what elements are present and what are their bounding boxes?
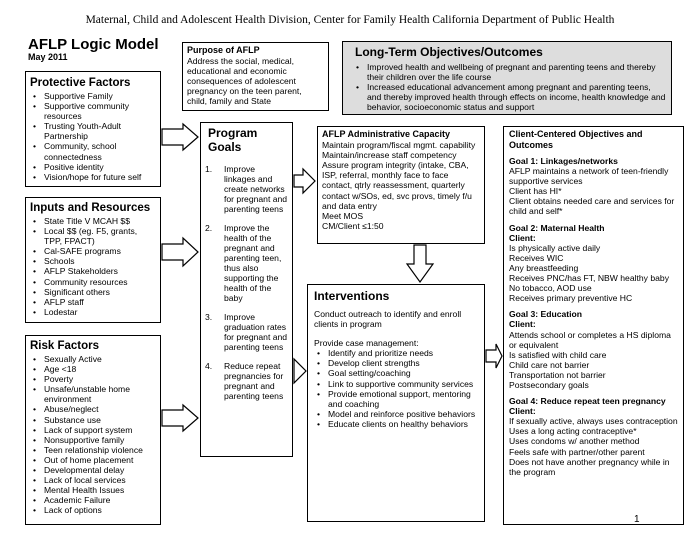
input-resource-item: Significant others xyxy=(30,287,156,297)
input-resource-item: Lodestar xyxy=(30,307,156,317)
long-term-item: Increased educational advancement among … xyxy=(353,82,667,112)
page-date: May 2011 xyxy=(28,52,68,62)
capacity-title: AFLP Administrative Capacity xyxy=(322,129,451,139)
case-management-heading: Provide case management: xyxy=(314,338,419,349)
risk-factor-item: Poverty xyxy=(30,374,156,384)
program-goal-item: 4. Reduce repeat pregnancies for pregnant… xyxy=(205,361,288,401)
admin-capacity-box: AFLP Administrative Capacity Maintain pr… xyxy=(317,126,485,244)
input-resource-item: State Title V MCAH $$ xyxy=(30,216,156,226)
client-outcomes-box: Client-Centered Objectives and Outcomes … xyxy=(503,126,684,525)
page-number: 1 xyxy=(634,514,640,525)
protective-factor-item: Supportive Family xyxy=(30,91,156,101)
risk-factor-item: Teen relationship violence xyxy=(30,445,156,455)
protective-factor-item: Supportive community resources xyxy=(30,101,156,121)
arrow-risk-to-goals xyxy=(161,403,199,433)
risk-factor-item: Sexually Active xyxy=(30,354,156,364)
purpose-box: Purpose of AFLP Address the social, medi… xyxy=(182,42,329,111)
goal4-title: Goal 4: Reduce repeat teen pregnancy Cli… xyxy=(509,396,666,417)
intervention-item: Goal setting/coaching xyxy=(314,368,478,378)
goal2-text: Is physically active daily Receives WIC … xyxy=(509,242,669,304)
goal3-title: Goal 3: Education Client: xyxy=(509,309,583,330)
long-term-item: Improved health and wellbeing of pregnan… xyxy=(353,62,667,82)
protective-title: Protective Factors xyxy=(30,77,131,89)
program-goals-list: 1. Improve linkages and create networks f… xyxy=(205,164,288,401)
long-term-title: Long-Term Objectives/Outcomes xyxy=(355,45,543,59)
intervention-item: Develop client strengths xyxy=(314,358,478,368)
goal4-text: If sexually active, always uses contrace… xyxy=(509,416,678,477)
risk-factor-item: Mental Health Issues xyxy=(30,485,156,495)
intervention-item: Provide emotional support, mentoring and… xyxy=(314,389,478,409)
program-goal-text: Reduce repeat pregnancies for pregnant a… xyxy=(224,361,284,401)
risk-factor-item: Lack of local services xyxy=(30,475,156,485)
risk-factor-item: Unsafe/unstable home environment xyxy=(30,384,156,404)
protective-factor-item: Vision/hope for future self xyxy=(30,172,156,182)
risk-factor-item: Developmental delay xyxy=(30,465,156,475)
program-goal-number: 4. xyxy=(205,361,213,371)
goal2-title: Goal 2: Maternal Health Client: xyxy=(509,222,605,243)
goal1-text: AFLP maintains a network of teen-friendl… xyxy=(509,166,675,217)
inputs-box: Inputs and Resources State Title V MCAH … xyxy=(25,197,161,323)
input-resource-item: AFLP staff xyxy=(30,297,156,307)
program-goals-title: Program Goals xyxy=(208,126,258,154)
division-header: Maternal, Child and Adolescent Health Di… xyxy=(85,14,615,26)
inputs-title: Inputs and Resources xyxy=(30,202,151,214)
intervention-item: Educate clients on healthy behaviors xyxy=(314,419,478,429)
program-goal-number: 2. xyxy=(205,223,213,233)
protective-factor-item: Positive identity xyxy=(30,162,156,172)
inputs-list: State Title V MCAH $$Local $$ (eg. F5, g… xyxy=(30,216,156,317)
program-goal-text: Improve the health of the pregnant and p… xyxy=(224,223,282,303)
outreach-text: Conduct outreach to identify and enroll … xyxy=(314,309,462,330)
risk-list: Sexually ActiveAge <18PovertyUnsafe/unst… xyxy=(30,354,156,516)
program-goal-item: 2. Improve the health of the pregnant and… xyxy=(205,223,288,303)
capacity-text: Maintain program/fiscal mgmt. capability… xyxy=(322,139,476,232)
intervention-item: Identify and prioritize needs xyxy=(314,348,478,358)
purpose-text: Address the social, medical, educational… xyxy=(187,55,302,107)
risk-factor-item: Abuse/neglect xyxy=(30,404,156,414)
goal3-text: Attends school or completes a HS diploma… xyxy=(509,329,671,390)
risk-title: Risk Factors xyxy=(30,340,100,352)
input-resource-item: Local $$ (eg. F5, grants, TPP, FPACT) xyxy=(30,226,156,246)
arrow-goals-to-interventions xyxy=(293,357,307,385)
interventions-list: Identify and prioritize needsDevelop cli… xyxy=(314,348,478,429)
program-goal-text: Improve linkages and create networks for… xyxy=(224,164,288,214)
input-resource-item: Cal-SAFE programs xyxy=(30,246,156,256)
program-goal-text: Improve graduation rates for pregnant an… xyxy=(224,312,288,352)
input-resource-item: Schools xyxy=(30,256,156,266)
intervention-item: Model and reinforce positive behaviors xyxy=(314,409,478,419)
program-goal-number: 1. xyxy=(205,164,213,174)
interventions-box: Interventions Conduct outreach to identi… xyxy=(307,284,485,522)
intervention-item: Link to supportive community services xyxy=(314,379,478,389)
arrow-goals-to-capacity xyxy=(293,167,316,195)
protective-factor-item: Community, school connectedness xyxy=(30,141,156,161)
interventions-title: Interventions xyxy=(314,289,390,303)
risk-factor-item: Lack of options xyxy=(30,505,156,515)
long-term-box: Long-Term Objectives/Outcomes Improved h… xyxy=(342,41,672,115)
risk-factor-item: Lack of support system xyxy=(30,425,156,435)
program-goals-box: Program Goals 1. Improve linkages and cre… xyxy=(200,122,293,457)
input-resource-item: Community resources xyxy=(30,277,156,287)
program-goal-item: 1. Improve linkages and create networks f… xyxy=(205,164,288,214)
client-outcomes-title: Client-Centered Objectives and Outcomes xyxy=(509,129,643,150)
program-goal-item: 3. Improve graduation rates for pregnant … xyxy=(205,312,288,352)
risk-factors-box: Risk Factors Sexually ActiveAge <18Pover… xyxy=(25,335,161,525)
goal1-title: Goal 1: Linkages/networks xyxy=(509,156,618,166)
risk-factor-item: Age <18 xyxy=(30,364,156,374)
risk-factor-item: Academic Failure xyxy=(30,495,156,505)
input-resource-item: AFLP Stakeholders xyxy=(30,266,156,276)
purpose-title: Purpose of AFLP xyxy=(187,45,260,55)
arrow-interventions-to-outcomes xyxy=(485,343,503,369)
protective-factors-box: Protective Factors Supportive FamilySupp… xyxy=(25,71,161,187)
page-title: AFLP Logic Model xyxy=(28,36,159,53)
program-goal-number: 3. xyxy=(205,312,213,322)
protective-list: Supportive FamilySupportive community re… xyxy=(30,91,156,182)
risk-factor-item: Nonsupportive family xyxy=(30,435,156,445)
protective-factor-item: Trusting Youth-Adult Partnership xyxy=(30,121,156,141)
risk-factor-item: Substance use xyxy=(30,415,156,425)
arrow-protective-to-goals xyxy=(161,122,199,152)
long-term-list: Improved health and wellbeing of pregnan… xyxy=(347,62,667,112)
arrow-capacity-to-interventions xyxy=(405,244,435,284)
risk-factor-item: Out of home placement xyxy=(30,455,156,465)
arrow-inputs-to-goals xyxy=(161,236,199,268)
